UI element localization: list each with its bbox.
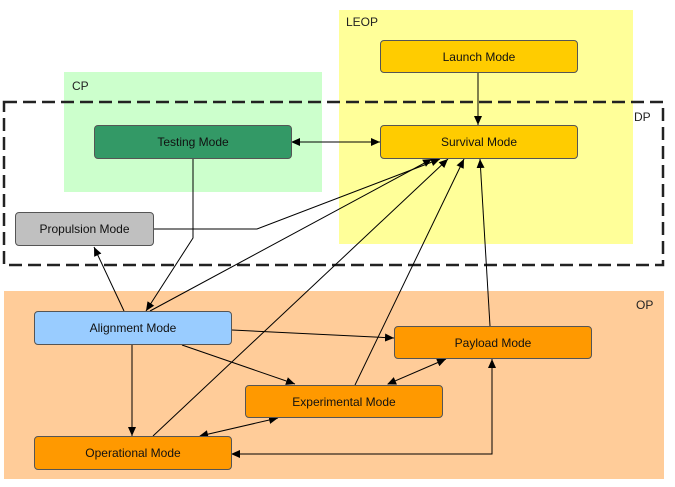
region-dp-boundary [2, 100, 665, 267]
edge-operational-to-survival [152, 158, 449, 437]
survival-mode-box[interactable]: Survival Mode [380, 125, 578, 159]
edge-alignment-to-payload [231, 329, 395, 342]
edge-testing-to-alignment [145, 159, 194, 312]
edge-operational-payload [231, 359, 496, 458]
edge-alignment-to-survival [149, 158, 433, 312]
alignment-mode-label: Alignment Mode [89, 321, 177, 335]
edge-propulsion-to-survival [154, 158, 441, 230]
edge-payload-to-survival [476, 158, 491, 327]
payload-mode-label: Payload Mode [454, 335, 532, 350]
testing-mode-box[interactable]: Testing Mode [94, 125, 292, 159]
launch-mode-box[interactable]: Launch Mode [380, 40, 578, 73]
edge-experimental-to-survival [354, 158, 465, 386]
operational-mode-box[interactable]: Operational Mode [34, 436, 232, 470]
survival-mode-label: Survival Mode [440, 135, 518, 149]
region-dp-label: DP [634, 110, 651, 124]
region-cp-label: CP [72, 79, 89, 93]
operational-mode-label: Operational Mode [85, 446, 181, 460]
edge-alignment-to-propulsion [93, 246, 125, 312]
propulsion-mode-label: Propulsion Mode [39, 222, 130, 236]
region-op-label: OP [636, 298, 653, 312]
region-leop-label: LEOP [346, 15, 378, 29]
experimental-mode-label: Experimental Mode [292, 394, 396, 409]
launch-mode-label: Launch Mode [442, 49, 516, 64]
experimental-mode-box[interactable]: Experimental Mode [245, 385, 443, 418]
payload-mode-box[interactable]: Payload Mode [394, 326, 592, 359]
propulsion-mode-box[interactable]: Propulsion Mode [15, 212, 154, 246]
testing-mode-label: Testing Mode [157, 135, 229, 149]
alignment-mode-box[interactable]: Alignment Mode [34, 311, 232, 345]
